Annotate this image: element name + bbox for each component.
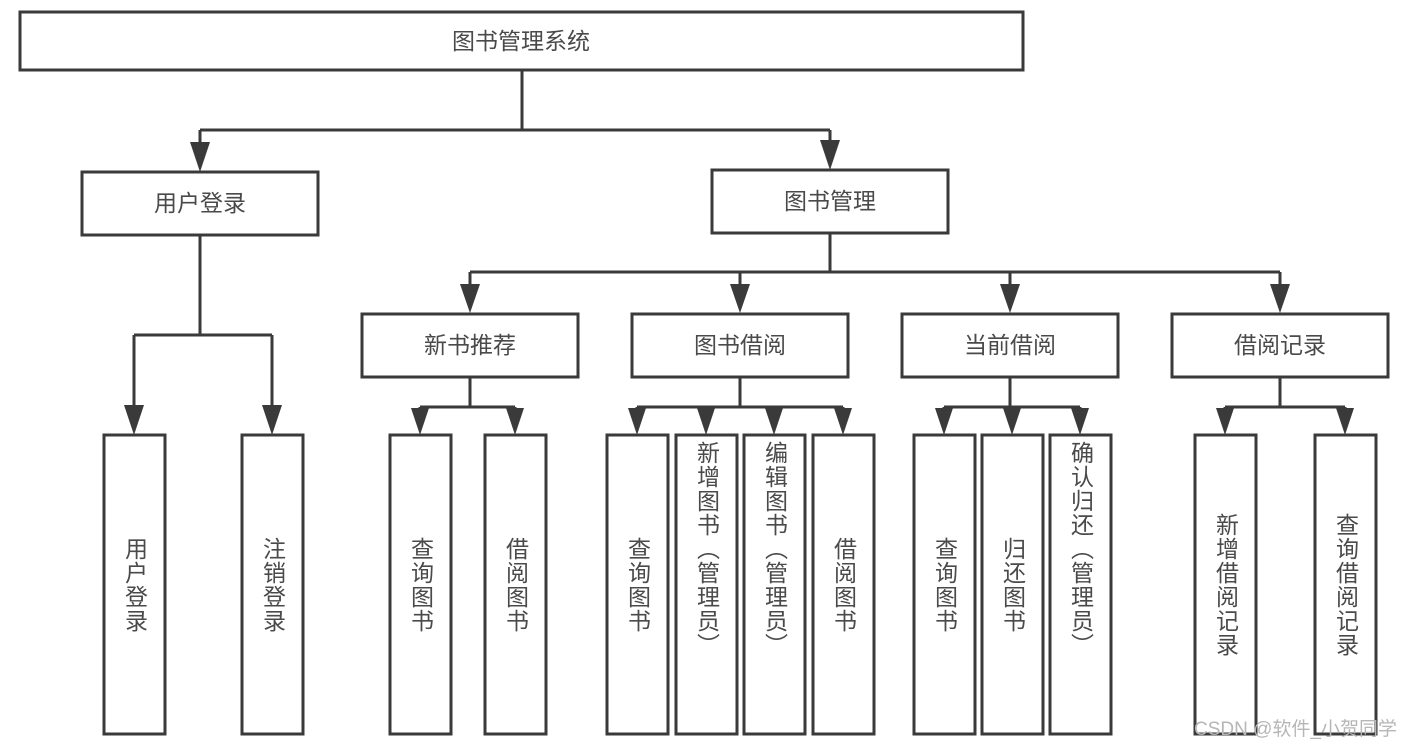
- leaf-box-add-book[interactable]: [674, 433, 739, 736]
- leaf-box-query-book-2[interactable]: [605, 433, 670, 736]
- arrow-head-new-book-recommend: [460, 284, 480, 313]
- node-current-borrow[interactable]: 当前借阅: [900, 312, 1120, 379]
- arrow-head-user-login: [190, 142, 210, 172]
- arrow-head-leaf-confirm-return: [1071, 408, 1089, 435]
- arrow-head-current-borrow: [1000, 284, 1020, 313]
- arrow-head-leaf-edit-book: [765, 408, 783, 435]
- node-borrow-record[interactable]: 借阅记录: [1170, 312, 1390, 379]
- node-borrow-record-box[interactable]: [1170, 312, 1390, 379]
- node-book-borrow[interactable]: 图书借阅: [630, 312, 850, 379]
- connector-group-user-login: [124, 235, 282, 435]
- arrow-head-leaf-add-book: [697, 408, 715, 435]
- leaf-box-query-book-3[interactable]: [912, 433, 977, 736]
- node-user-login-label: 用户登录: [154, 190, 246, 216]
- node-new-book-recommend-box[interactable]: [360, 312, 580, 379]
- node-user-login[interactable]: 用户登录: [80, 170, 320, 237]
- arrow-head-leaf-query-record: [1336, 408, 1354, 435]
- node-book-manage-box[interactable]: [710, 168, 950, 235]
- node-book-manage[interactable]: 图书管理: [710, 168, 950, 235]
- arrow-head-leaf-return-book: [1003, 408, 1021, 435]
- leaf-box-return-book[interactable]: [980, 433, 1045, 736]
- leaf-box-borrow-book-1[interactable]: [483, 433, 548, 736]
- arrow-head-leaf-add-record: [1216, 408, 1234, 435]
- node-root-label: 图书管理系统: [452, 28, 590, 54]
- leaf-box-edit-book[interactable]: [742, 433, 807, 736]
- arrow-head-leaf-user-logout: [262, 405, 282, 435]
- node-new-book-recommend[interactable]: 新书推荐: [360, 312, 580, 379]
- node-root[interactable]: 图书管理系统: [18, 10, 1025, 72]
- connector-group-current-borrow: [935, 378, 1089, 435]
- arrow-head-leaf-user-login: [124, 405, 144, 435]
- arrow-head-leaf-query-book-2: [628, 408, 646, 435]
- node-user-login-box[interactable]: [80, 170, 320, 237]
- node-borrow-record-label: 借阅记录: [1234, 332, 1326, 358]
- leaf-box-user-login[interactable]: [102, 433, 167, 736]
- node-book-manage-label: 图书管理: [784, 188, 876, 214]
- arrow-head-book-borrow: [730, 284, 750, 313]
- arrow-head-leaf-borrow-book-1: [506, 408, 524, 435]
- node-new-book-recommend-label: 新书推荐: [424, 332, 516, 358]
- arrow-head-leaf-borrow-book-2: [834, 408, 852, 435]
- watermark-text: CSDN @软件_小贺同学: [1194, 719, 1397, 740]
- arrow-head-leaf-query-book-1: [411, 408, 429, 435]
- arrow-head-borrow-record: [1270, 284, 1290, 313]
- node-current-borrow-box[interactable]: [900, 312, 1120, 379]
- leaf-box-borrow-book-2[interactable]: [811, 433, 876, 736]
- leaf-box-add-record[interactable]: [1193, 433, 1258, 736]
- leaf-box-user-logout[interactable]: [240, 433, 305, 736]
- node-current-borrow-label: 当前借阅: [964, 332, 1056, 358]
- leaf-box-query-book-1[interactable]: [388, 433, 453, 736]
- connector-group-new-book-recommend: [411, 378, 524, 435]
- node-book-borrow-box[interactable]: [630, 312, 850, 379]
- arrow-head-leaf-query-book-3: [935, 408, 953, 435]
- connector-group-borrow-record: [1216, 378, 1354, 435]
- connector-group-book-borrow: [628, 378, 852, 435]
- leaf-box-query-record[interactable]: [1313, 433, 1378, 736]
- leaf-box-confirm-return[interactable]: [1048, 433, 1113, 736]
- connector-group-root: [190, 70, 840, 172]
- connector-group-book-manage: [460, 233, 1290, 313]
- arrow-head-book-manage: [820, 140, 840, 170]
- node-book-borrow-label: 图书借阅: [694, 332, 786, 358]
- node-root-box[interactable]: [18, 10, 1025, 72]
